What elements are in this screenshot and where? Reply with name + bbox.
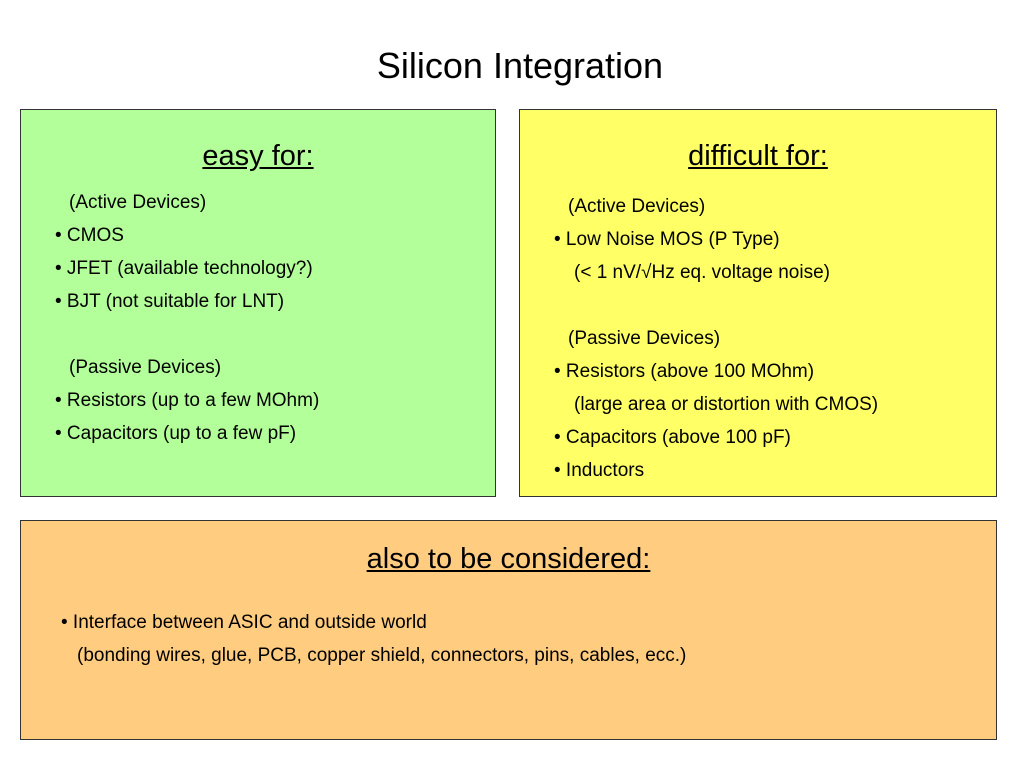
difficult-item-capacitors: • Capacitors (above 100 pF) bbox=[554, 427, 791, 448]
also-considered-list: • Interface between ASIC and outside wor… bbox=[61, 606, 686, 672]
difficult-passive-devices-label: (Passive Devices) bbox=[568, 328, 721, 349]
also-item-interface-note: (bonding wires, glue, PCB, copper shield… bbox=[77, 645, 687, 666]
easy-for-panel: easy for: (Active Devices) • CMOS • JFET… bbox=[20, 109, 496, 497]
difficult-item-low-noise-mos: • Low Noise MOS (P Type) bbox=[554, 229, 780, 250]
difficult-item-resistors: • Resistors (above 100 MOhm) bbox=[554, 361, 815, 382]
also-item-interface: • Interface between ASIC and outside wor… bbox=[61, 612, 427, 633]
also-considered-panel: also to be considered: • Interface betwe… bbox=[20, 520, 997, 740]
difficult-for-panel: difficult for: (Active Devices) • Low No… bbox=[519, 109, 997, 497]
easy-item-jfet: • JFET (available technology?) bbox=[55, 258, 313, 279]
difficult-item-inductors: • Inductors bbox=[554, 460, 645, 481]
easy-item-capacitors: • Capacitors (up to a few pF) bbox=[55, 423, 297, 444]
difficult-active-devices-label: (Active Devices) bbox=[568, 196, 706, 217]
difficult-for-heading: difficult for: bbox=[688, 140, 828, 172]
easy-item-bjt: • BJT (not suitable for LNT) bbox=[55, 291, 285, 312]
difficult-item-resistors-note: (large area or distortion with CMOS) bbox=[574, 394, 879, 415]
difficult-item-noise-note: (< 1 nV/√Hz eq. voltage noise) bbox=[574, 262, 830, 283]
slide-title: Silicon Integration bbox=[376, 45, 664, 86]
easy-spacer bbox=[55, 318, 319, 351]
easy-for-list: (Active Devices) • CMOS • JFET (availabl… bbox=[55, 186, 319, 450]
difficult-spacer bbox=[554, 289, 878, 322]
easy-for-heading: easy for: bbox=[202, 140, 314, 172]
also-considered-heading: also to be considered: bbox=[366, 543, 651, 575]
easy-passive-devices-label: (Passive Devices) bbox=[69, 357, 222, 378]
easy-item-cmos: • CMOS bbox=[55, 225, 124, 246]
difficult-for-list: (Active Devices) • Low Noise MOS (P Type… bbox=[554, 190, 878, 487]
easy-active-devices-label: (Active Devices) bbox=[69, 192, 207, 213]
easy-item-resistors: • Resistors (up to a few MOhm) bbox=[55, 390, 320, 411]
